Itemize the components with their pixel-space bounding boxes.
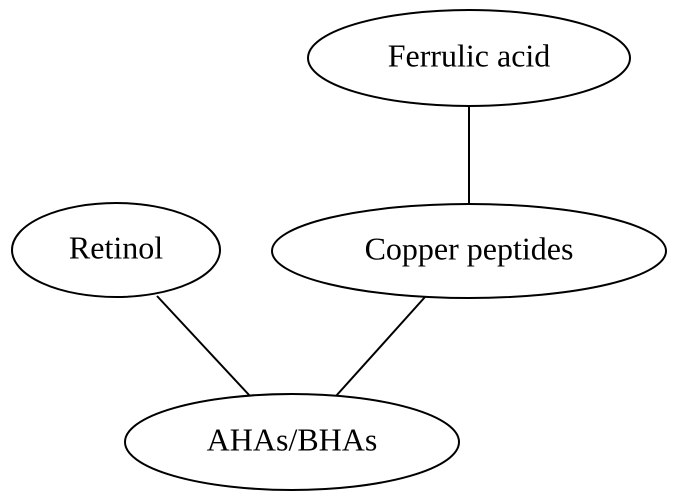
node-copper-peptides-label: Copper peptides: [365, 230, 574, 266]
node-ahas-bhas-ellipse: [124, 393, 460, 491]
node-ahas-bhas: AHAs/BHAs: [124, 393, 460, 491]
node-ferrulic-acid: Ferrulic acid: [307, 9, 631, 107]
node-copper-peptides: Copper peptides: [271, 203, 667, 299]
edges: [156, 106, 470, 397]
node-retinol-ellipse: [11, 202, 221, 298]
node-retinol-label: Retinol: [69, 229, 163, 265]
node-ahas-bhas-label: AHAs/BHAs: [207, 421, 378, 457]
node-ferrulic-acid-ellipse: [307, 9, 631, 107]
node-retinol: Retinol: [11, 202, 221, 298]
edge-copper-ahas: [335, 296, 426, 397]
edge-retinol-ahas: [156, 295, 251, 397]
node-copper-peptides-ellipse: [271, 203, 667, 299]
node-ferrulic-acid-label: Ferrulic acid: [388, 37, 551, 73]
